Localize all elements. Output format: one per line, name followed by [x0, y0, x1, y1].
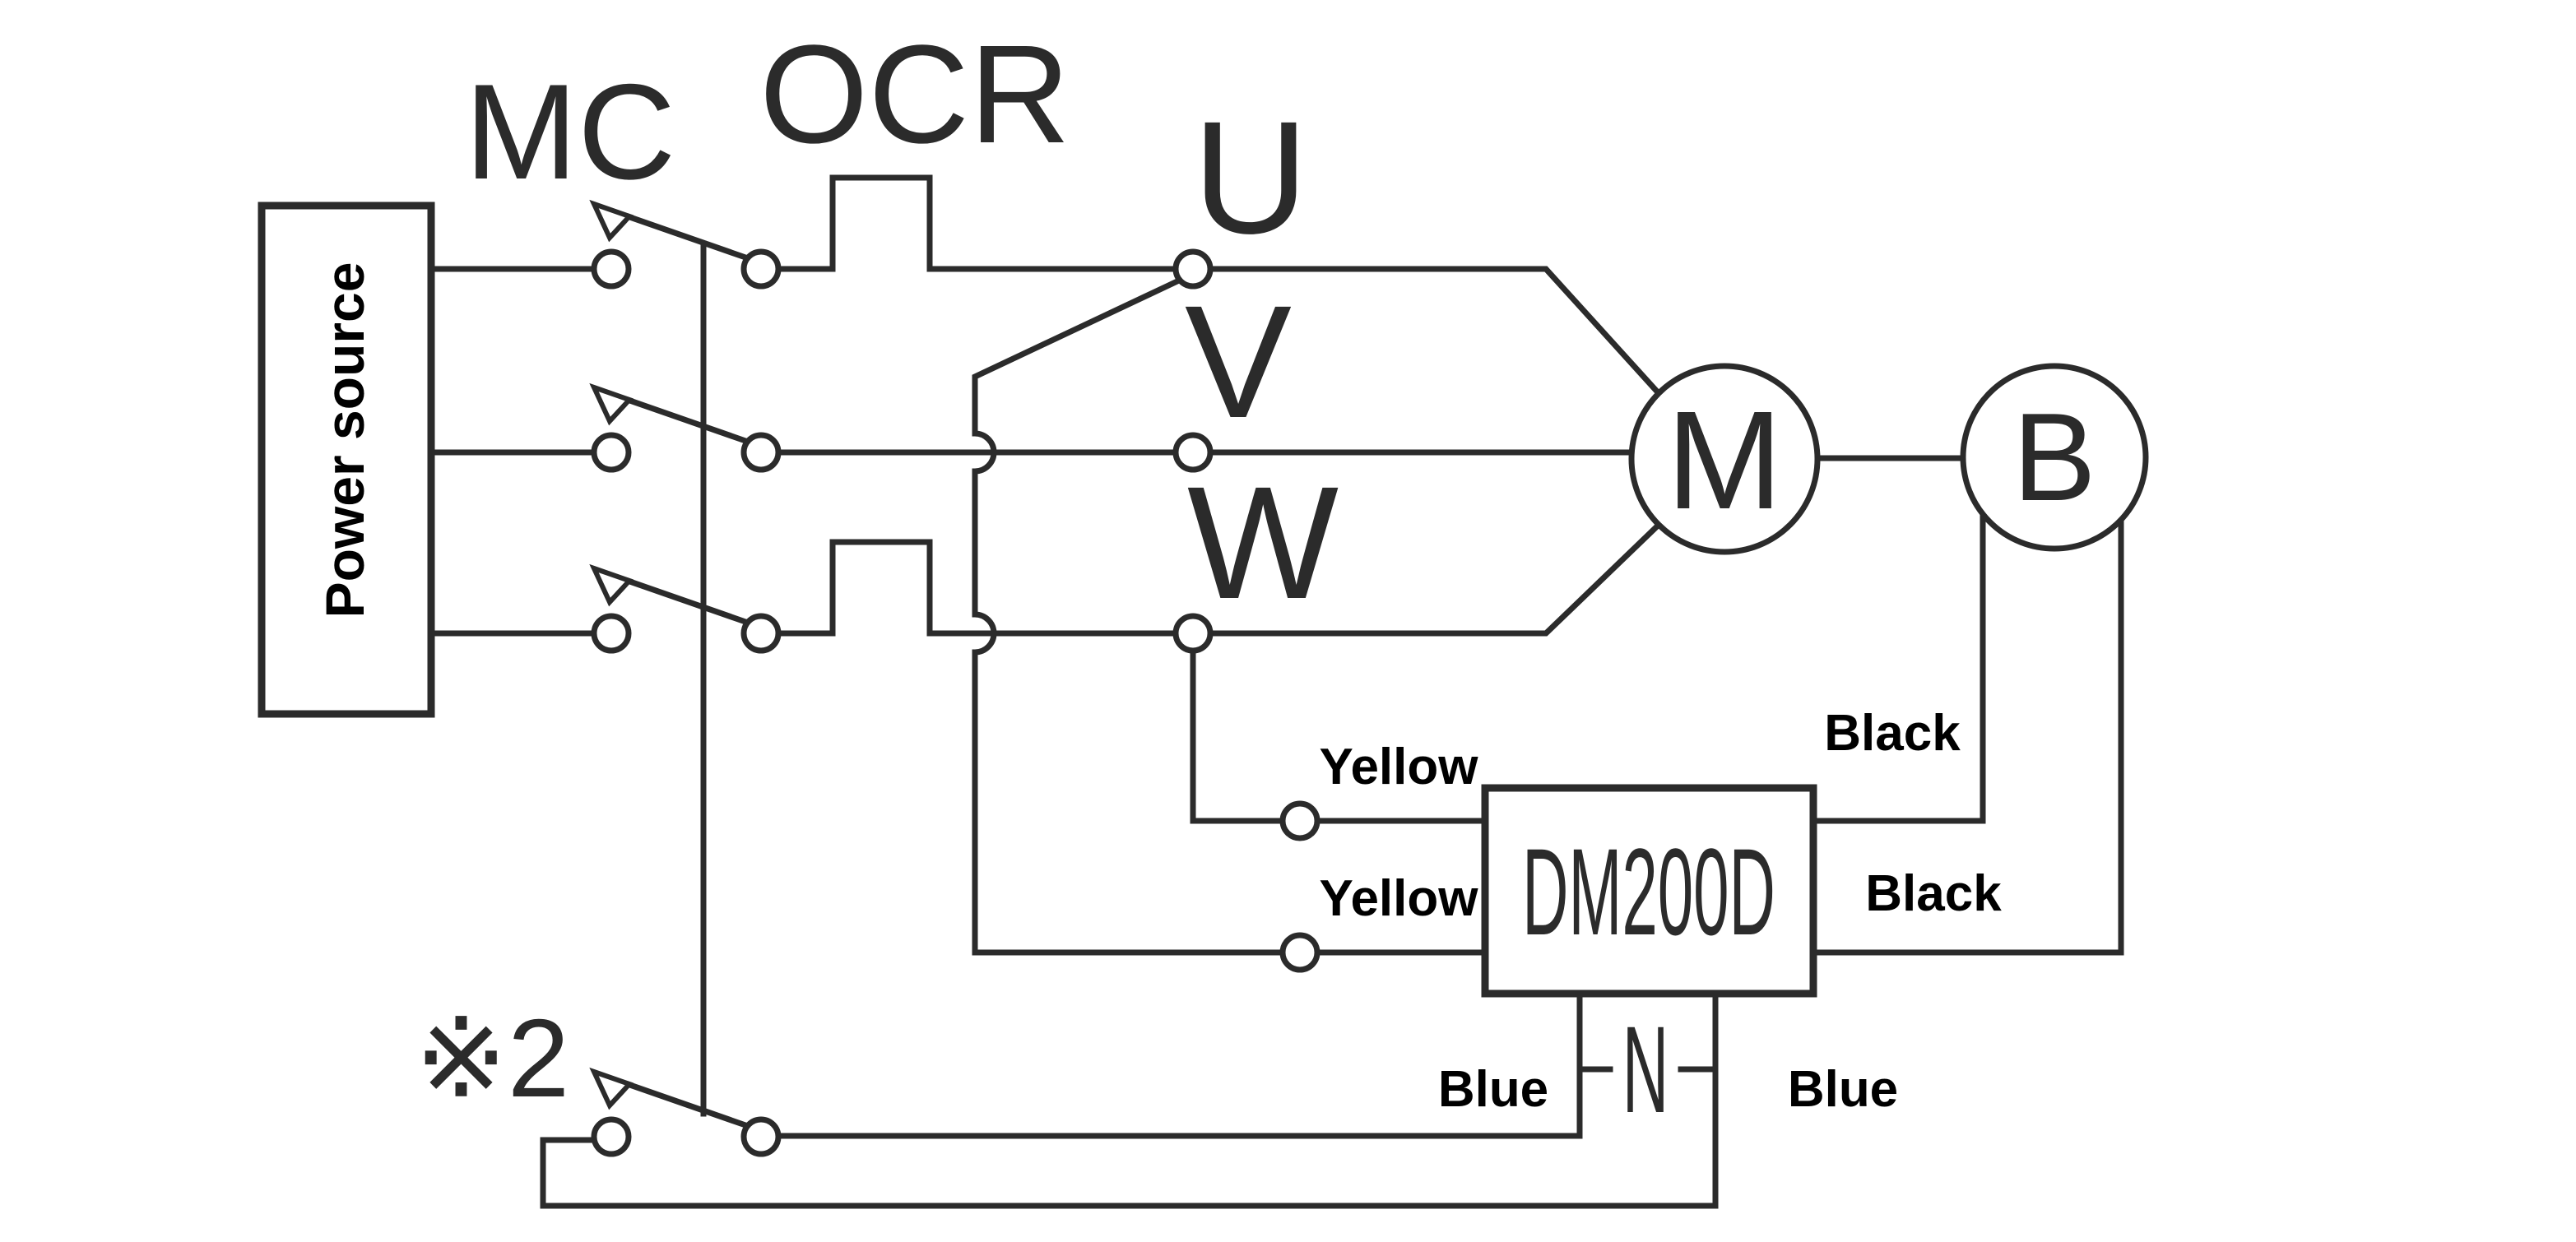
ocr-heater-u-icon	[775, 174, 1179, 272]
yellow-upper-label: Yellow	[1320, 739, 1479, 795]
mc-label: MC	[465, 56, 676, 207]
wire-phase-w-to-motor	[1207, 521, 1662, 637]
yellow-terminal-lower-icon	[1279, 932, 1320, 973]
wire-phase-u-to-motor	[1207, 266, 1662, 396]
ocr-label: OCR	[759, 16, 1070, 173]
yellow-feed-lower-wire	[972, 276, 1286, 956]
yellow-terminal-upper-icon	[1279, 800, 1320, 841]
mc-contact-pole1-icon	[589, 199, 782, 290]
black-wire-upper	[1810, 512, 1986, 824]
terminal-v-icon	[1172, 432, 1214, 473]
dm200d-label: DM200D	[1522, 824, 1775, 962]
mc-contact-pole3-icon	[589, 563, 782, 654]
blue-right-label: Blue	[1788, 1061, 1898, 1118]
phase-u-label: U	[1193, 88, 1309, 267]
motor-label: M	[1666, 382, 1783, 539]
power-source-label: Power source	[314, 262, 375, 619]
aux-contact-icon	[589, 1067, 782, 1157]
yellow-lower-label: Yellow	[1320, 870, 1479, 927]
diagram-root: Power source MC OCR	[258, 16, 2149, 1209]
ocr-heater-w-icon	[775, 539, 1179, 637]
dm200d-module-box	[1481, 784, 1817, 998]
phase-w-label: W	[1187, 453, 1339, 633]
terminal-w-icon	[1172, 613, 1214, 654]
motor-circle	[1628, 363, 1821, 555]
black-wire-lower	[1810, 518, 2124, 956]
brake-circle	[1960, 363, 2149, 552]
blue-wire-right-run	[540, 1137, 1719, 1209]
phase-v-label: V	[1185, 272, 1292, 452]
black-lower-label: Black	[1865, 865, 2002, 922]
brake-label: B	[2012, 387, 2096, 527]
black-upper-label: Black	[1824, 705, 1961, 762]
blue-left-label: Blue	[1438, 1061, 1548, 1118]
power-source-box	[258, 202, 435, 718]
note-marker-label: ※2	[415, 996, 569, 1120]
neutral-label: N	[1622, 1002, 1669, 1139]
terminal-u-icon	[1172, 248, 1214, 290]
mc-contact-pole2-icon	[589, 382, 782, 473]
yellow-feed-upper-wire	[1190, 647, 1286, 824]
